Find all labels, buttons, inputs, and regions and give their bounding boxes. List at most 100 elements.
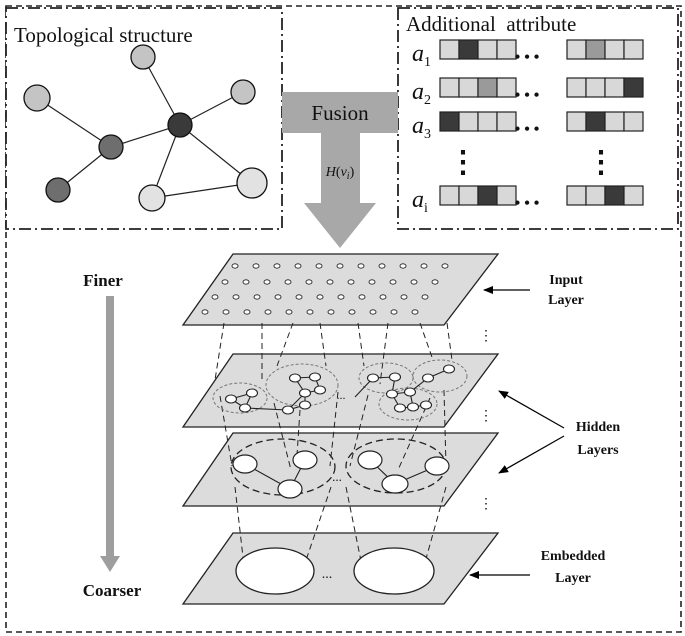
hidden-node-small [421,373,435,383]
graph-edge [36,97,112,148]
attribute-cell [566,39,587,60]
hidden-node [292,450,318,470]
attribute-cell [496,111,517,132]
embedded-node [235,547,315,595]
input-node [431,279,439,285]
attribute-cell [439,77,460,98]
input-layer-label-line1: Input [549,273,583,288]
input-node [222,309,230,315]
attribute-cell [477,111,498,132]
fusion-label: Fusion [311,101,369,125]
input-node [274,294,282,300]
hidden-node [232,454,258,474]
input-node [410,279,418,285]
attribute-cell [458,185,479,206]
topology-graph [23,44,268,212]
attribute-label-ai: ai [412,187,428,216]
attribute-cell [623,77,644,98]
input-node [421,294,429,300]
connectors-hidden-to-embedded [234,486,447,567]
input-node [389,279,397,285]
hidden-node-small [403,387,417,397]
input-node [253,294,261,300]
input-node [211,294,219,300]
scale-arrow-head [100,556,120,572]
input-node-grid [201,263,449,315]
layer-stack: ... ... [181,253,500,605]
attribute-cell [477,185,498,206]
input-node [242,279,250,285]
attribute-cell [585,77,606,98]
input-node [264,309,272,315]
attribute-ellipsis: • • • [515,87,540,104]
hidden-node-small [385,389,399,399]
hidden-node-small [442,364,456,374]
hidden-node [277,479,303,499]
side-dots: ⋮ [479,409,493,424]
attribute-cell [496,77,517,98]
input-layer-plane [181,253,500,326]
hidden-node-small [298,388,312,398]
input-node [411,309,419,315]
hidden-node-small [298,400,312,410]
input-node [285,309,293,315]
attribute-vertical-ellipsis: ⋮ [448,146,478,179]
topology-panel: Topological structure [5,7,283,230]
input-node [348,309,356,315]
input-node [441,263,449,269]
side-dots: ⋮ [479,497,493,512]
graph-node-light [230,79,256,105]
attribute-ellipsis: • • • [515,195,540,212]
attribute-cell [439,185,460,206]
input-node [327,309,335,315]
input-node [326,279,334,285]
embedded-layer-label-line2: Layer [555,571,591,586]
input-node [252,263,260,269]
side-dots: ⋮ [479,329,493,344]
hidden-layers-label-line1: Hidden [576,420,621,435]
coarser-label: Coarser [83,581,142,600]
attribute-label-a3: a3 [412,113,431,142]
attribute-cell [566,77,587,98]
input-node [368,279,376,285]
input-node [420,263,428,269]
hidden-layer-plane-lower [181,432,500,507]
fusion-function: H(vi) [325,165,355,182]
input-node [305,279,313,285]
attribute-cell [623,185,644,206]
fusion-bar [282,92,398,133]
hidden-node-small [313,385,327,395]
attribute-cell [604,185,625,206]
attribute-label-a2: a2 [412,79,431,108]
input-node [201,309,209,315]
graph-node-mid [98,134,124,160]
attribute-title: Additional attribute [406,12,576,36]
hidden-node-small [308,372,322,382]
input-layer-label-line2: Layer [548,293,584,308]
input-node [378,263,386,269]
attribute-cell [496,185,517,206]
input-node [399,263,407,269]
hidden-layers-label-line2: Layers [577,443,619,458]
graph-edge [142,56,181,126]
scale-indicator: Finer Coarser [83,271,142,600]
attribute-ellipsis: • • • [515,49,540,66]
embedded-layer-plane [181,532,500,605]
embedded-node [353,547,435,595]
attribute-cell [566,111,587,132]
graph-node-pale [138,184,166,212]
hidden-node-small [366,373,380,383]
attribute-cell [585,39,606,60]
embedded-layer-label-line1: Embedded [541,549,606,564]
graph-node-light [23,84,51,112]
attribute-cell [458,111,479,132]
attribute-vectors [439,39,644,206]
hidden-node-small [281,405,295,415]
graph-node-mid [45,177,71,203]
input-node [358,294,366,300]
attribute-cell [604,39,625,60]
connectors-hidden-to-hidden [219,389,447,471]
graph-node-light [130,44,156,70]
hidden-node [424,456,450,476]
input-node [369,309,377,315]
